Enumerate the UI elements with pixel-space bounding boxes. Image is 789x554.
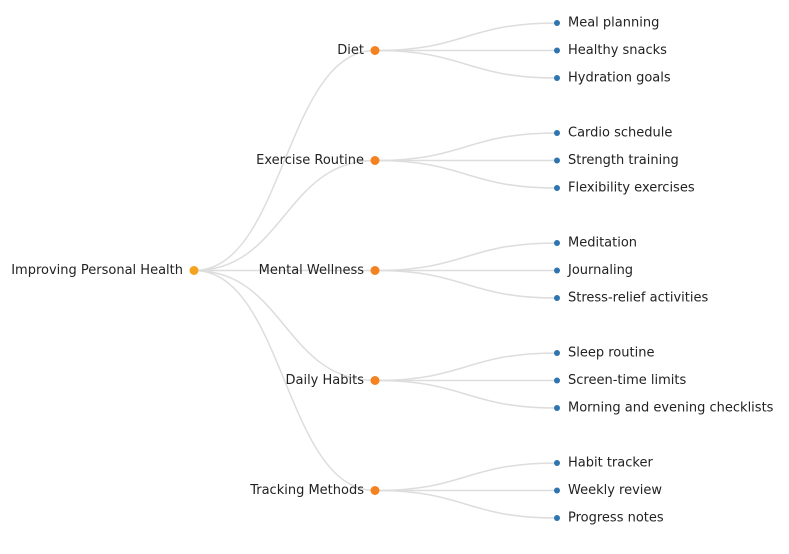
leaf-node-hydration-goals[interactable] <box>554 75 560 81</box>
leaf-node-progress-notes[interactable] <box>554 515 560 521</box>
branch-node-diet[interactable] <box>370 46 380 55</box>
link-daily-habits-to-sleep-routine <box>374 352 558 382</box>
leaf-node-screen-time-limits[interactable] <box>554 377 560 384</box>
leaf-label-screen-time-limits: Screen-time limits <box>568 373 686 388</box>
root-node[interactable] <box>189 266 199 275</box>
link-root-to-daily-habits <box>193 269 376 382</box>
leaf-label-cardio-schedule: Cardio schedule <box>568 126 672 141</box>
branch-node-tracking-methods[interactable] <box>370 486 380 495</box>
leaf-node-meal-planning[interactable] <box>554 20 560 26</box>
leaf-label-weekly-review: Weekly review <box>568 483 662 498</box>
leaf-label-flexibility-exercises: Flexibility exercises <box>568 181 695 196</box>
branch-node-daily-habits[interactable] <box>370 376 380 385</box>
branch-label-tracking-methods: Tracking Methods <box>249 483 364 498</box>
link-daily-habits-to-morning-and-evening-checklists <box>374 379 558 409</box>
leaf-node-journaling[interactable] <box>554 267 560 274</box>
link-exercise-routine-to-flexibility-exercises <box>374 159 558 189</box>
leaf-label-progress-notes: Progress notes <box>568 511 664 526</box>
leaf-node-habit-tracker[interactable] <box>554 460 560 466</box>
leaf-label-morning-and-evening-checklists: Morning and evening checklists <box>568 401 774 416</box>
branch-node-exercise-routine[interactable] <box>370 156 380 165</box>
branch-label-exercise-routine: Exercise Routine <box>256 153 364 168</box>
link-root-to-exercise-routine <box>193 159 376 272</box>
link-exercise-routine-to-cardio-schedule <box>374 132 558 162</box>
leaf-node-weekly-review[interactable] <box>554 487 560 494</box>
link-diet-to-hydration-goals <box>374 49 558 79</box>
link-root-to-diet <box>193 49 376 272</box>
leaf-node-sleep-routine[interactable] <box>554 350 560 356</box>
branch-label-daily-habits: Daily Habits <box>285 373 364 388</box>
leaf-node-strength-training[interactable] <box>554 157 560 164</box>
tree-links <box>193 22 558 519</box>
leaf-node-meditation[interactable] <box>554 240 560 246</box>
link-root-to-tracking-methods <box>193 269 376 492</box>
leaf-label-strength-training: Strength training <box>568 153 679 168</box>
leaf-node-healthy-snacks[interactable] <box>554 47 560 54</box>
root-label: Improving Personal Health <box>11 263 183 278</box>
leaf-label-sleep-routine: Sleep routine <box>568 346 654 361</box>
branch-label-diet: Diet <box>337 43 364 58</box>
branch-label-mental-wellness: Mental Wellness <box>259 263 365 278</box>
leaf-label-meal-planning: Meal planning <box>568 16 659 31</box>
leaf-label-hydration-goals: Hydration goals <box>568 71 671 86</box>
leaf-label-meditation: Meditation <box>568 236 637 251</box>
link-mental-wellness-to-meditation <box>374 242 558 272</box>
leaf-label-stress-relief-activities: Stress-relief activities <box>568 291 708 306</box>
link-diet-to-meal-planning <box>374 22 558 52</box>
branch-node-mental-wellness[interactable] <box>370 266 380 275</box>
leaf-label-healthy-snacks: Healthy snacks <box>568 43 667 58</box>
link-tracking-methods-to-habit-tracker <box>374 462 558 492</box>
leaf-node-cardio-schedule[interactable] <box>554 130 560 136</box>
leaf-node-morning-and-evening-checklists[interactable] <box>554 405 560 411</box>
link-tracking-methods-to-progress-notes <box>374 489 558 519</box>
leaf-label-journaling: Journaling <box>567 263 633 278</box>
leaf-label-habit-tracker: Habit tracker <box>568 456 653 471</box>
link-mental-wellness-to-stress-relief-activities <box>374 269 558 299</box>
leaf-node-stress-relief-activities[interactable] <box>554 295 560 301</box>
leaf-node-flexibility-exercises[interactable] <box>554 185 560 191</box>
tree-nodes: Improving Personal Health Diet Meal planni… <box>11 16 773 526</box>
